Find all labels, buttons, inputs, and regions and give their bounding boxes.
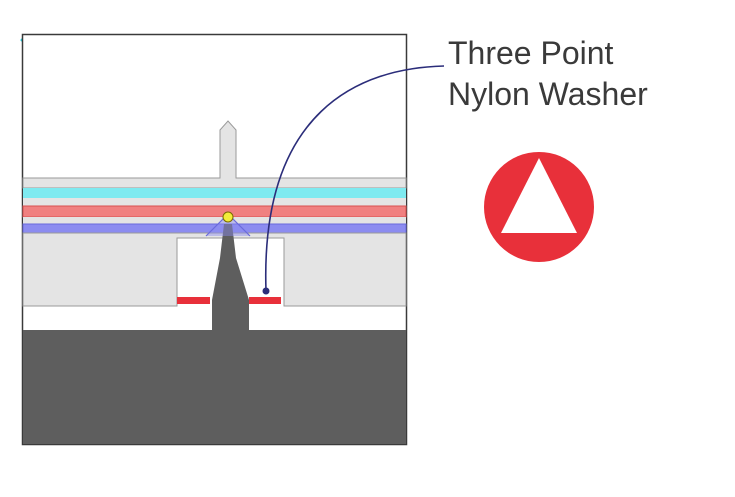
cyan-layer <box>23 188 406 198</box>
light-strip <box>23 198 406 206</box>
badge-triangle <box>501 158 577 233</box>
callout-leader-line <box>265 65 445 292</box>
red-layer <box>22 205 407 218</box>
light-strip <box>23 217 406 224</box>
callout-label-line-2: Nylon Washer <box>448 76 648 112</box>
callout-leader-dot <box>262 287 270 295</box>
base-block-with-spike <box>23 224 406 444</box>
contact-point <box>222 211 234 223</box>
lower-plate-with-pocket <box>22 232 407 307</box>
nylon-washer-pad-left <box>177 297 210 304</box>
nylon-washer-pad-right <box>249 297 281 304</box>
contact-rays <box>206 214 250 236</box>
red-circle-white-triangle-icon <box>484 152 594 262</box>
callout-label-line-1: Three Point <box>448 35 614 71</box>
